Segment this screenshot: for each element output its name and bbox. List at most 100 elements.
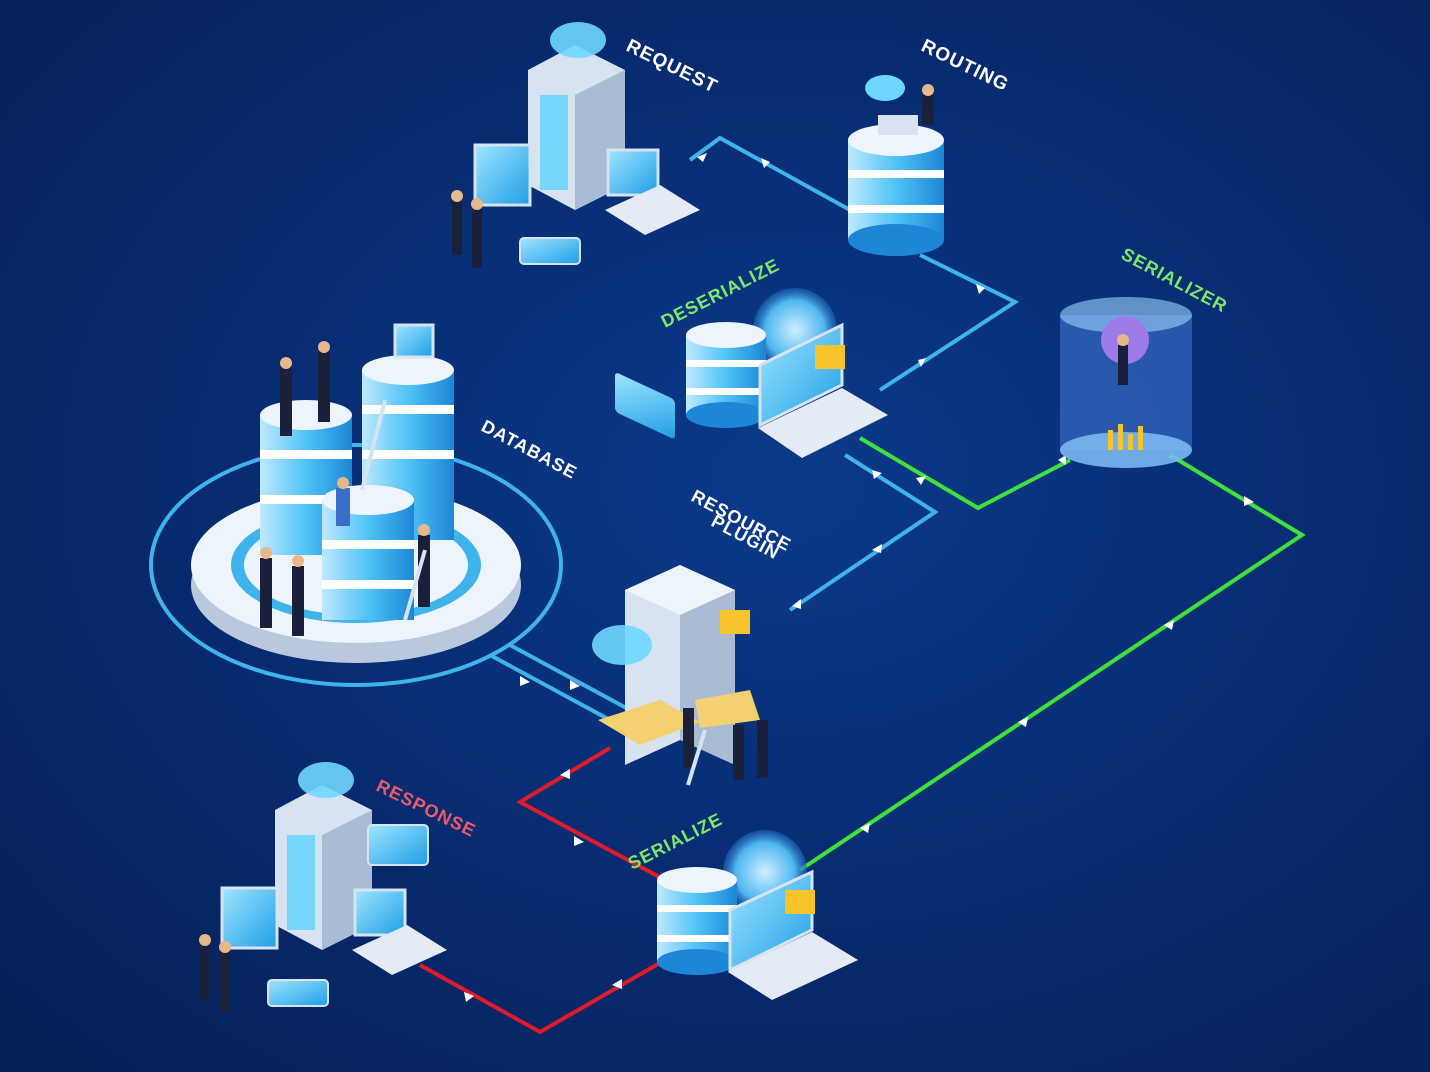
flow-resource-to-serialize: [515, 746, 666, 882]
cylinder-stripe: [362, 405, 454, 414]
person: [318, 352, 330, 422]
cylinder-top: [322, 485, 414, 515]
cylinder-stripe: [362, 450, 454, 459]
response-node: [199, 762, 447, 1012]
arrow-marker: [860, 823, 870, 833]
serializer-node: [1060, 297, 1192, 468]
person-head: [199, 934, 211, 946]
laptop-keyboard: [605, 185, 700, 235]
cylinder-stripe: [848, 205, 944, 213]
resource-plugin-node: [592, 565, 768, 786]
arrow-marker: [1244, 496, 1254, 506]
outer-ring: [149, 443, 563, 687]
cloud-icon: [298, 762, 354, 798]
arrow-marker: [761, 158, 770, 168]
person: [280, 368, 292, 436]
chart-bar: [1108, 430, 1113, 450]
person-head: [451, 190, 463, 202]
phone-device: [519, 237, 581, 265]
cylinder-stripe: [657, 935, 737, 942]
laptop-keyboard: [728, 932, 858, 1000]
arrow-marker: [464, 992, 474, 1002]
cylinder-body: [657, 880, 737, 962]
file-drawer: [695, 690, 760, 728]
deserialize-node: [686, 288, 888, 458]
desk: [878, 115, 918, 135]
arrow-marker: [1058, 455, 1066, 465]
chart-bar: [1128, 434, 1133, 450]
cylinder-stripe: [322, 540, 414, 549]
person-head: [922, 84, 934, 96]
cylinder-top: [362, 355, 454, 385]
flow-database-to-resource-2: [509, 643, 631, 712]
person-head: [292, 555, 304, 567]
person-head: [471, 198, 483, 210]
cylinder-bottom: [686, 402, 766, 428]
person-head: [1117, 334, 1129, 346]
monitor-device: [473, 143, 532, 207]
arrow-marker: [1164, 620, 1174, 630]
people-group: [683, 708, 768, 780]
person-head: [337, 477, 349, 489]
arrow-marker: [916, 476, 926, 485]
flow-deserialize-to-resource: [788, 453, 939, 612]
cylinder-body: [322, 500, 414, 620]
monitor-device: [220, 886, 279, 950]
cylinder-stripe: [686, 360, 766, 367]
flow-routing-to-deserialize: [878, 253, 1020, 392]
arrow-marker: [697, 153, 707, 162]
phone-device: [267, 979, 329, 1007]
ladder: [360, 399, 387, 491]
person-head: [219, 941, 231, 953]
arrow-marker: [918, 358, 926, 367]
person: [472, 208, 482, 268]
person-head: [418, 524, 430, 536]
server-rack-panel: [287, 835, 315, 930]
folder-icon: [785, 890, 815, 914]
arrow-marker: [872, 544, 882, 553]
people-group: [260, 352, 430, 636]
laptop-device: [393, 323, 435, 359]
cloud-icon: [865, 75, 905, 101]
green-flow-lines: [798, 436, 1306, 872]
cylinder-stripe: [260, 495, 352, 504]
serialize-label: SERIALIZE: [625, 809, 726, 874]
person: [418, 535, 430, 607]
person: [260, 558, 272, 628]
flow-database-to-resource: [489, 653, 611, 722]
person: [757, 720, 768, 778]
server-rack-panel: [540, 95, 568, 190]
chart-bar: [1118, 424, 1123, 450]
folder-icon: [815, 345, 845, 369]
person-head: [318, 341, 330, 353]
person-head: [260, 547, 272, 559]
cloud-icon: [550, 22, 606, 58]
cabinet-top: [625, 565, 735, 615]
cylinder-top: [686, 322, 766, 348]
arrow-marker: [612, 979, 622, 989]
flow-request-to-routing: [688, 135, 851, 212]
bar-chart-icon: [1108, 424, 1143, 450]
cylinder-stripe: [848, 170, 944, 178]
cylinder-stripe: [686, 388, 766, 395]
person: [336, 488, 350, 526]
request-label: REQUEST: [623, 36, 721, 98]
arrow-marker: [570, 680, 580, 690]
red-flow-arrows: [464, 769, 622, 1002]
cylinder-body: [686, 335, 766, 415]
red-flow-lines: [419, 746, 666, 1035]
people-group: [199, 934, 231, 1012]
laptop-device: [353, 888, 407, 937]
arrow-marker: [792, 599, 801, 609]
folder-icon: [720, 610, 750, 634]
ladder: [403, 549, 427, 621]
person-head: [280, 357, 292, 369]
person: [452, 200, 462, 255]
flow-deserialize-to-serializer: [858, 436, 1071, 511]
request-node: [451, 22, 700, 439]
laptop-keyboard: [758, 388, 888, 458]
cylinder-stripe: [657, 905, 737, 912]
arrow-marker: [560, 769, 570, 779]
cloud-icon: [592, 625, 652, 665]
